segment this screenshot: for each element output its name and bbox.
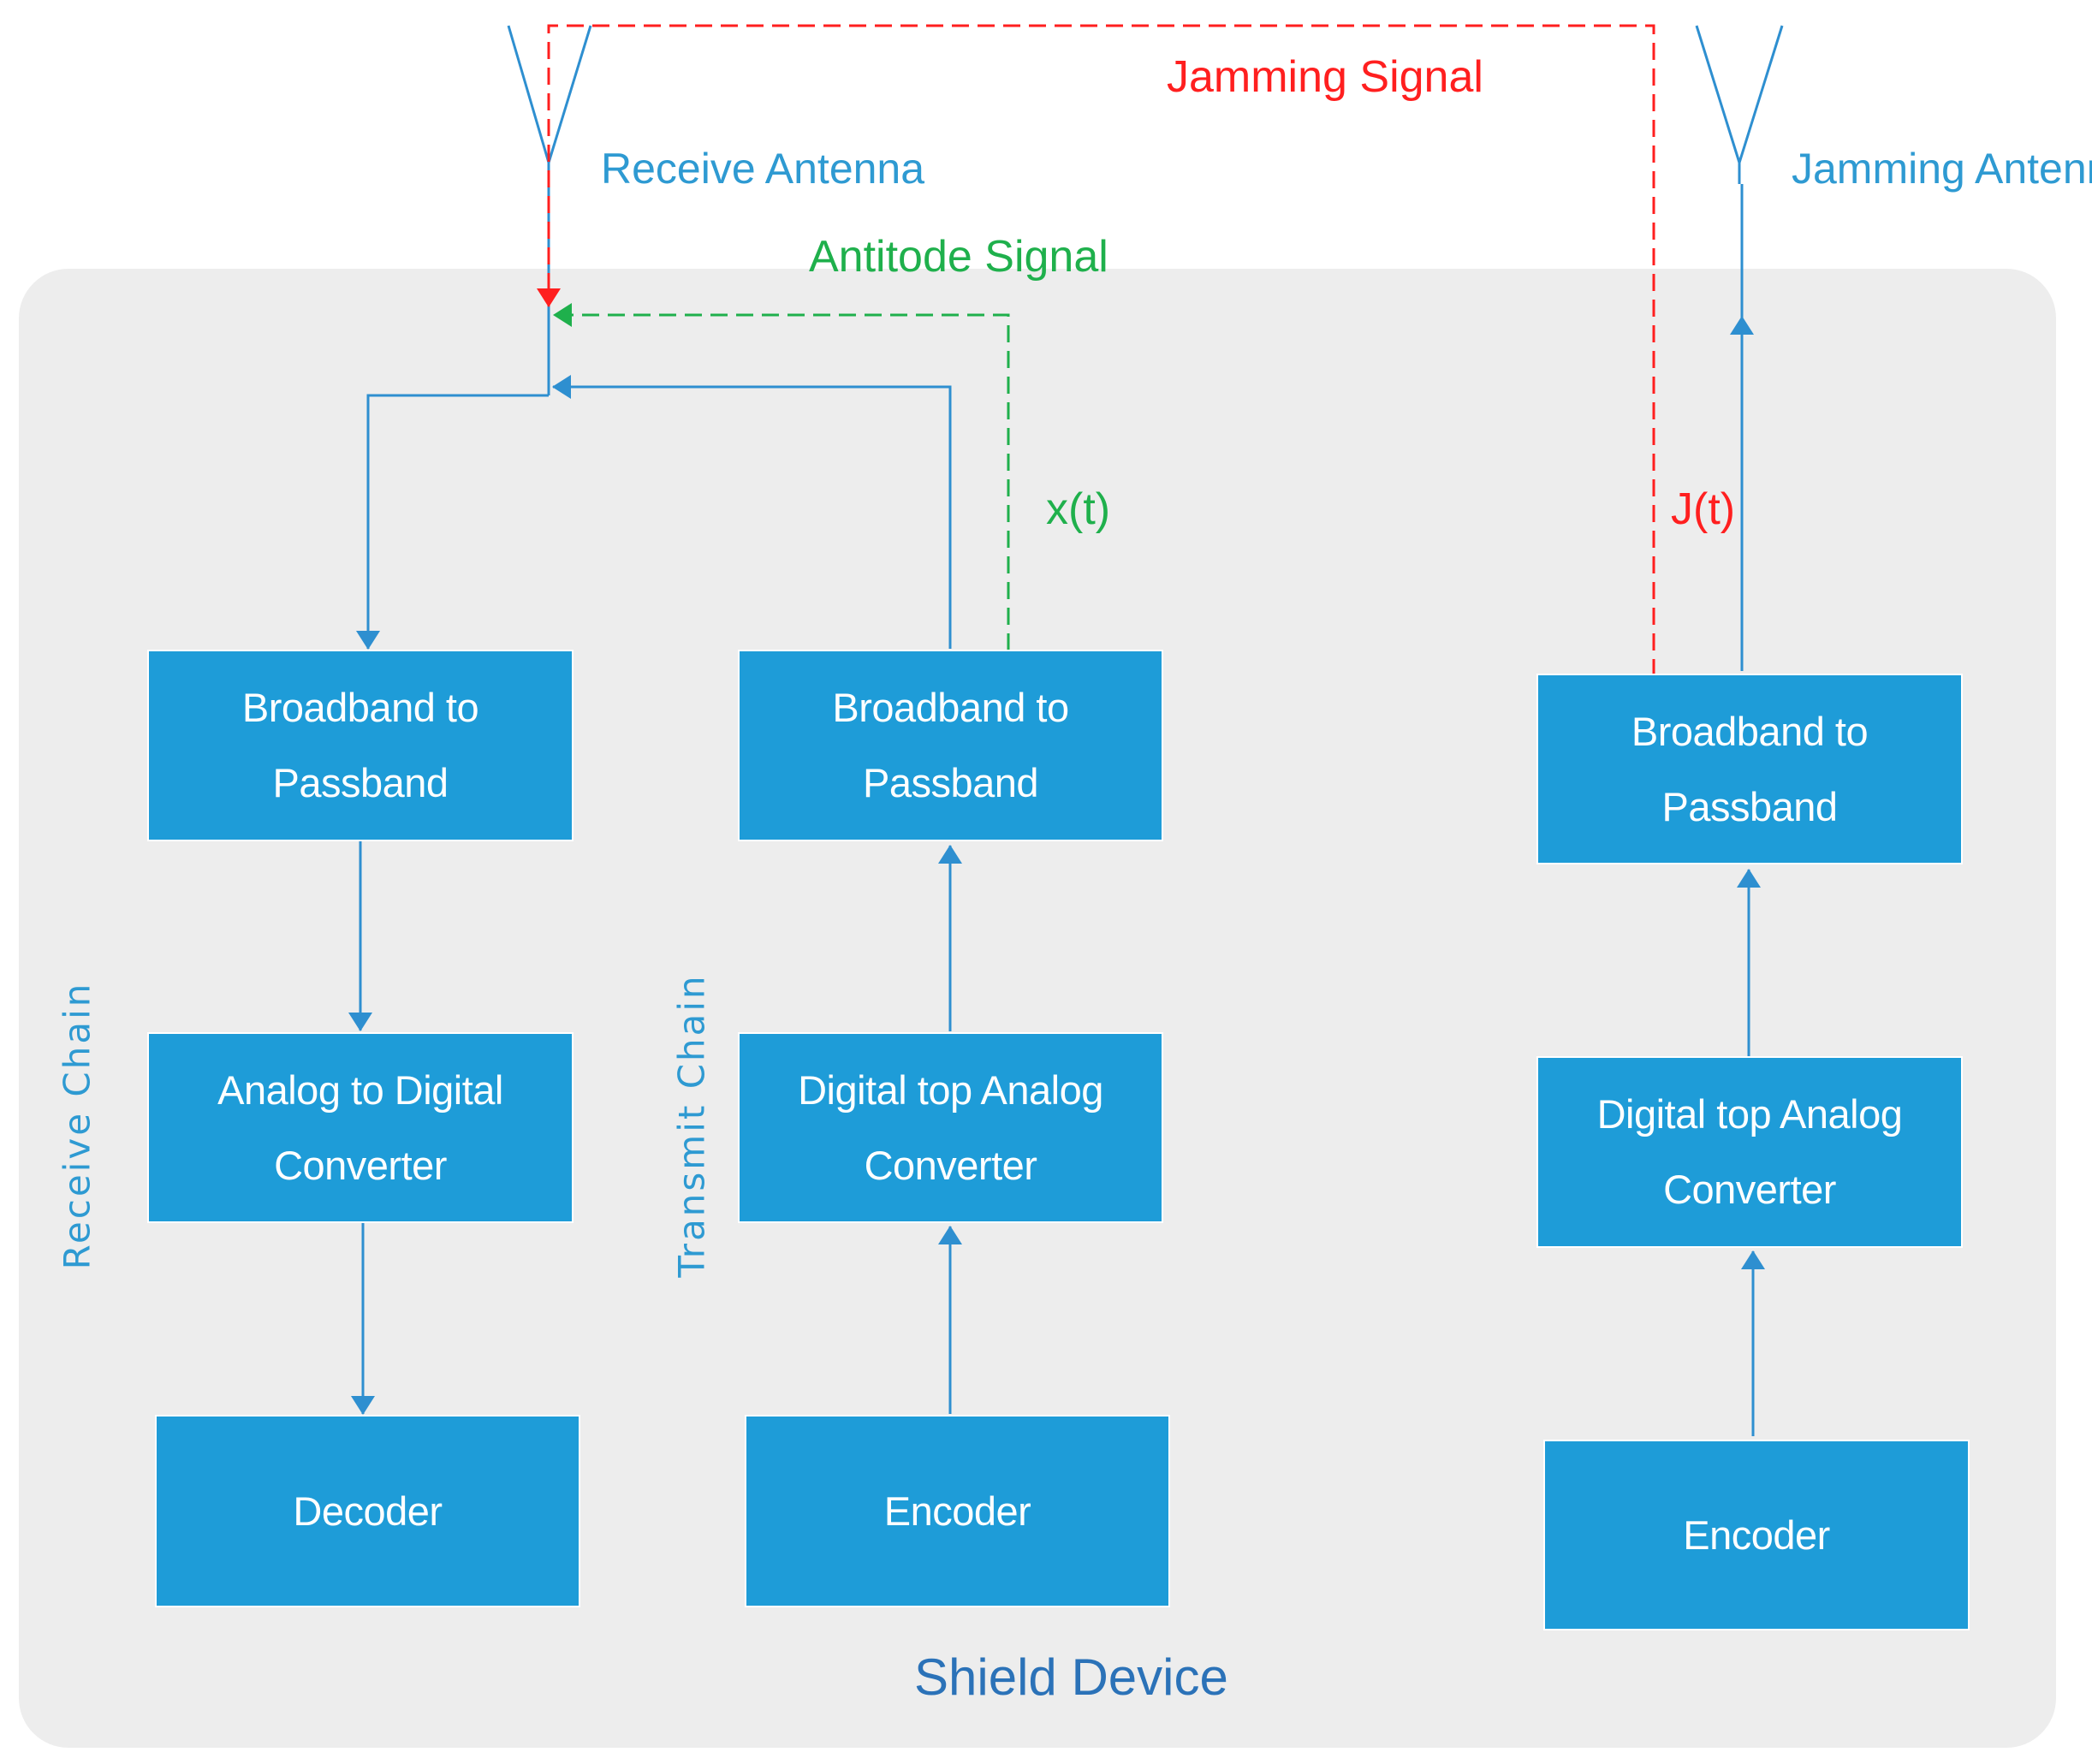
transmit-encoder-block: Encoder <box>745 1415 1170 1607</box>
analog-to-digital-converter-block: Analog to Digital Converter <box>147 1032 574 1223</box>
jamming-signal-label: Jamming Signal <box>1167 52 1483 102</box>
jamming-signal-path <box>537 24 1655 676</box>
jamming-chain-connectors <box>1730 184 1765 1436</box>
transmit-digital-to-analog-converter-block: Digital top Analog Converter <box>738 1032 1163 1223</box>
antitode-signal-path <box>553 303 1010 650</box>
x-t-label: x(t) <box>1046 484 1111 534</box>
jamming-encoder-block: Encoder <box>1543 1440 1970 1630</box>
receive-chain-connectors <box>348 394 549 1415</box>
transmit-broadband-to-passband-block: Broadband to Passband <box>738 650 1163 841</box>
transmit-chain-connectors <box>552 375 962 1414</box>
receive-chain-label: Receive Chain <box>56 981 98 1270</box>
jamming-antenna-icon <box>1695 25 1784 184</box>
transmit-chain-label: Transmit Chain <box>670 973 713 1278</box>
jamming-antenna-label: Jamming Antenna <box>1792 145 2092 193</box>
j-t-label: J(t) <box>1671 484 1736 534</box>
shield-device-label: Shield Device <box>914 1648 1228 1706</box>
antitode-signal-label: Antitode Signal <box>809 232 1108 282</box>
receive-broadband-to-passband-block: Broadband to Passband <box>147 650 574 841</box>
receive-antenna-label: Receive Antenna <box>601 145 925 193</box>
decoder-block: Decoder <box>155 1415 580 1607</box>
jamming-digital-to-analog-converter-block: Digital top Analog Converter <box>1536 1056 1963 1248</box>
jamming-broadband-to-passband-block: Broadband to Passband <box>1536 674 1963 864</box>
